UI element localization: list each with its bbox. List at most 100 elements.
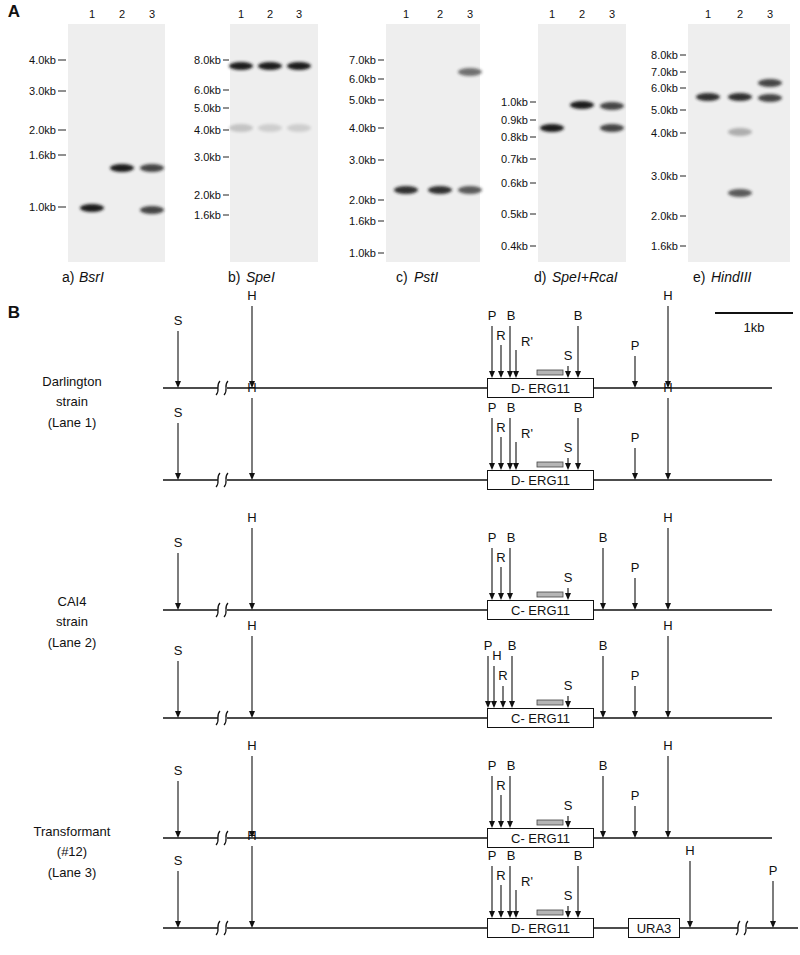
gene-box: C- ERG11 <box>487 708 594 728</box>
size-marker: 1.6kb <box>194 209 221 222</box>
restriction-site: H <box>663 289 672 304</box>
break-mark <box>216 603 220 617</box>
site-arrow-shaft <box>634 448 635 475</box>
marker-tick <box>378 253 384 254</box>
probe-bar <box>537 462 563 467</box>
site-arrow-shaft <box>667 756 668 833</box>
site-arrowhead <box>513 371 519 378</box>
restriction-site: H <box>247 619 256 634</box>
site-arrowhead <box>575 371 581 378</box>
restriction-site: P <box>631 789 640 804</box>
site-arrowhead <box>175 921 181 928</box>
restriction-site: B <box>599 531 608 546</box>
site-arrow-shaft <box>491 866 492 913</box>
break-mark <box>216 711 220 725</box>
site-arrow-shaft <box>177 871 178 923</box>
site-arrowhead <box>565 701 571 708</box>
site-arrow-shaft <box>577 866 578 913</box>
break-mark <box>224 711 228 725</box>
restriction-site: B <box>507 759 516 774</box>
marker-tick <box>680 133 686 134</box>
blot-band <box>229 62 253 70</box>
restriction-site: H <box>492 649 501 664</box>
blot-band <box>258 62 282 70</box>
marker-tick <box>530 246 536 247</box>
restriction-site: S <box>564 571 573 586</box>
site-arrowhead <box>565 593 571 600</box>
site-arrowhead <box>575 911 581 918</box>
site-arrowhead <box>249 921 255 928</box>
restriction-site: S <box>174 536 183 551</box>
site-arrowhead <box>489 911 495 918</box>
marker-tick <box>223 60 229 61</box>
lane-number: 1 <box>549 8 555 21</box>
probe-bar <box>537 370 563 375</box>
site-arrow-shaft <box>493 666 494 703</box>
site-arrow-shaft <box>515 442 516 465</box>
enzyme-name: SpeI+RcaI <box>552 269 618 285</box>
site-arrow-shaft <box>500 795 501 823</box>
site-arrowhead <box>507 911 513 918</box>
blot-band <box>140 206 164 214</box>
site-arrowhead <box>513 911 519 918</box>
lane-number: 1 <box>403 8 409 21</box>
break-mark <box>736 921 740 935</box>
site-arrowhead <box>565 911 571 918</box>
size-marker: 5.0kb <box>651 104 678 117</box>
restriction-site: H <box>663 381 672 396</box>
restriction-site: B <box>507 401 516 416</box>
site-arrow-shaft <box>487 656 488 703</box>
panel-caption: e) <box>693 269 705 285</box>
gene-box: C- ERG11 <box>487 600 594 620</box>
size-marker: 3.0kb <box>651 170 678 183</box>
strain-name: Darlington strain <box>35 372 109 412</box>
blot-band <box>758 79 782 87</box>
size-marker: 0.5kb <box>501 208 528 221</box>
site-arrow-shaft <box>602 548 603 605</box>
lane-number: 2 <box>119 8 125 21</box>
size-marker: 1.0kb <box>29 201 56 214</box>
blot-band <box>728 128 752 136</box>
lane-number: 2 <box>267 8 273 21</box>
lane-label: (Lane 2) <box>48 636 96 651</box>
panel-letter: A <box>8 2 20 22</box>
size-marker: 2.0kb <box>349 194 376 207</box>
site-arrow-shaft <box>667 636 668 713</box>
marker-tick <box>680 110 686 111</box>
break-mark <box>224 921 228 935</box>
restriction-site: P <box>488 759 497 774</box>
marker-tick <box>680 55 686 56</box>
size-marker: 6.0kb <box>651 82 678 95</box>
site-arrow-shaft <box>251 636 252 713</box>
restriction-site: P <box>631 339 640 354</box>
size-marker: 4.0kb <box>194 124 221 137</box>
restriction-site: S <box>564 799 573 814</box>
restriction-site: P <box>484 639 493 654</box>
blot-film <box>538 24 626 262</box>
lane-number: 3 <box>767 8 773 21</box>
site-arrowhead <box>498 593 504 600</box>
site-arrow-shaft <box>667 398 668 475</box>
blot-band <box>458 68 482 76</box>
enzyme-name: HindIII <box>711 269 751 285</box>
site-arrow-shaft <box>491 326 492 373</box>
site-arrow-shaft <box>689 861 690 923</box>
restriction-site: R <box>496 869 505 884</box>
marker-tick <box>378 200 384 201</box>
marker-tick <box>58 130 66 131</box>
blot-band <box>140 164 164 172</box>
size-marker: 6.0kb <box>194 84 221 97</box>
site-arrow-shaft <box>177 423 178 475</box>
size-marker: 3.0kb <box>29 85 56 98</box>
panel-caption: c) <box>396 269 408 285</box>
restriction-site: S <box>174 764 183 779</box>
size-marker: 1.0kb <box>349 247 376 260</box>
size-marker: 8.0kb <box>651 49 678 62</box>
site-arrow-shaft <box>491 776 492 823</box>
site-arrow-shaft <box>491 418 492 465</box>
site-arrowhead <box>489 463 495 470</box>
site-arrowhead <box>600 603 606 610</box>
site-arrowhead <box>565 371 571 378</box>
